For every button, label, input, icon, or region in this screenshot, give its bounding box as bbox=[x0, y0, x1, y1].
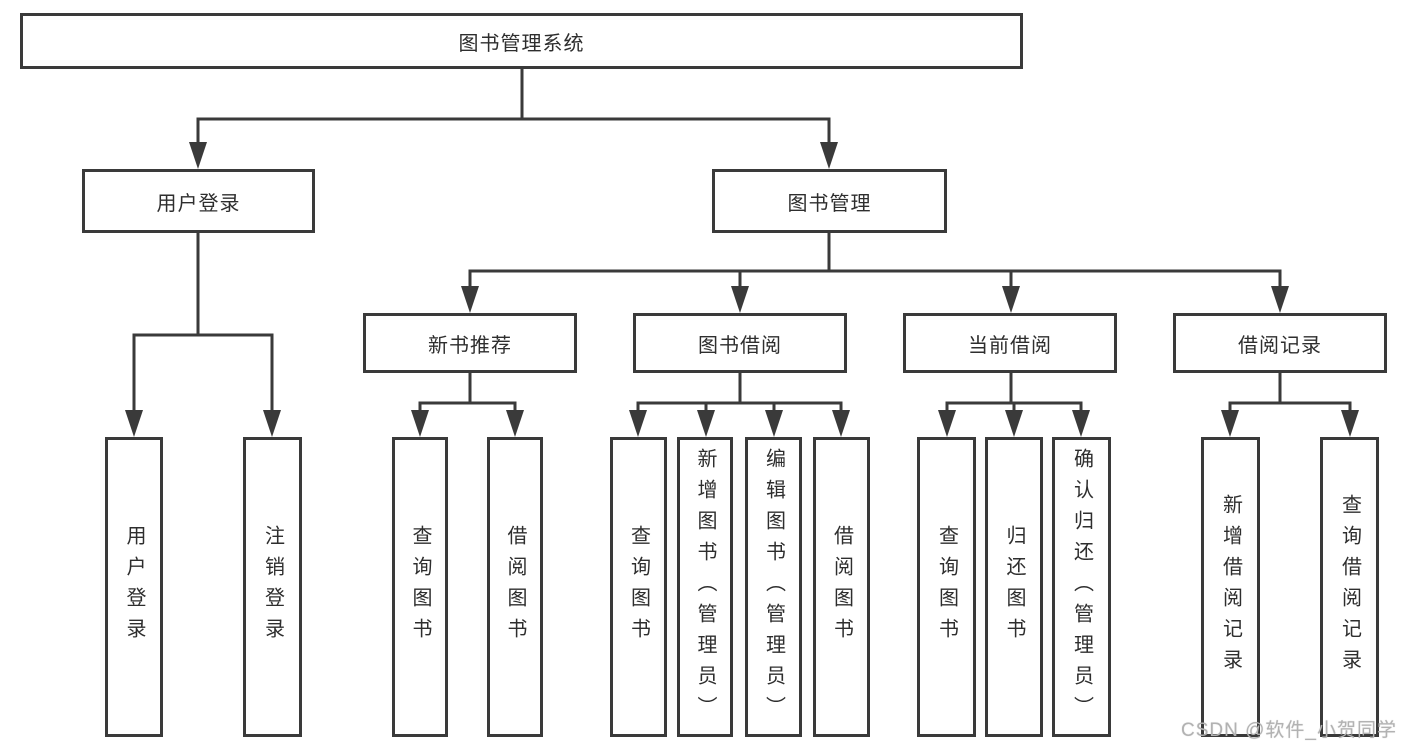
node-current-borrowing: 当前借阅 bbox=[903, 313, 1117, 373]
node-label: 用户登录 bbox=[123, 525, 145, 649]
node-label: 借阅图书 bbox=[830, 525, 853, 649]
leaf-return-books: 归还图书 bbox=[985, 437, 1043, 737]
leaf-query-borrow-record: 查询借阅记录 bbox=[1320, 437, 1379, 737]
node-label: 当前借阅 bbox=[968, 334, 1052, 357]
node-label: 新增图书（管理员） bbox=[694, 447, 716, 727]
leaf-confirm-return-admin: 确认归还（管理员） bbox=[1052, 437, 1111, 737]
node-label: 注销登录 bbox=[261, 525, 284, 649]
csdn-watermark: CSDN @软件_小贺同学 bbox=[1181, 720, 1397, 741]
node-book-management: 图书管理 bbox=[712, 169, 947, 233]
node-label: 查询借阅记录 bbox=[1338, 494, 1361, 680]
node-label: 查询图书 bbox=[627, 525, 650, 649]
node-label: 用户登录 bbox=[156, 192, 241, 215]
leaf-query-books-recommend: 查询图书 bbox=[392, 437, 448, 737]
node-library-management-system: 图书管理系统 bbox=[20, 13, 1023, 69]
node-borrowing-records: 借阅记录 bbox=[1173, 313, 1387, 373]
leaf-add-borrow-record: 新增借阅记录 bbox=[1201, 437, 1260, 737]
leaf-add-books-admin: 新增图书（管理员） bbox=[677, 437, 733, 737]
node-label: 图书管理系统 bbox=[458, 32, 585, 55]
leaf-borrow-books-recommend: 借阅图书 bbox=[487, 437, 543, 737]
node-label: 图书借阅 bbox=[698, 334, 782, 357]
node-label: 新增借阅记录 bbox=[1219, 494, 1242, 680]
node-label: 归还图书 bbox=[1003, 525, 1025, 649]
node-label: 查询图书 bbox=[935, 525, 958, 649]
node-label: 图书管理 bbox=[787, 192, 872, 215]
leaf-user-login: 用户登录 bbox=[105, 437, 163, 737]
node-new-book-recommendation: 新书推荐 bbox=[363, 313, 577, 373]
node-book-borrowing: 图书借阅 bbox=[633, 313, 847, 373]
node-label: 借阅记录 bbox=[1238, 334, 1322, 357]
leaf-query-books-current: 查询图书 bbox=[917, 437, 976, 737]
leaf-query-books-borrow: 查询图书 bbox=[610, 437, 667, 737]
node-label: 编辑图书（管理员） bbox=[762, 447, 785, 727]
node-label: 确认归还（管理员） bbox=[1070, 447, 1093, 727]
node-label: 新书推荐 bbox=[428, 334, 512, 357]
leaf-edit-books-admin: 编辑图书（管理员） bbox=[745, 437, 802, 737]
node-label: 借阅图书 bbox=[504, 525, 526, 649]
leaf-logout: 注销登录 bbox=[243, 437, 302, 737]
node-label: 查询图书 bbox=[409, 525, 431, 649]
node-user-login: 用户登录 bbox=[82, 169, 315, 233]
leaf-borrow-books: 借阅图书 bbox=[813, 437, 870, 737]
